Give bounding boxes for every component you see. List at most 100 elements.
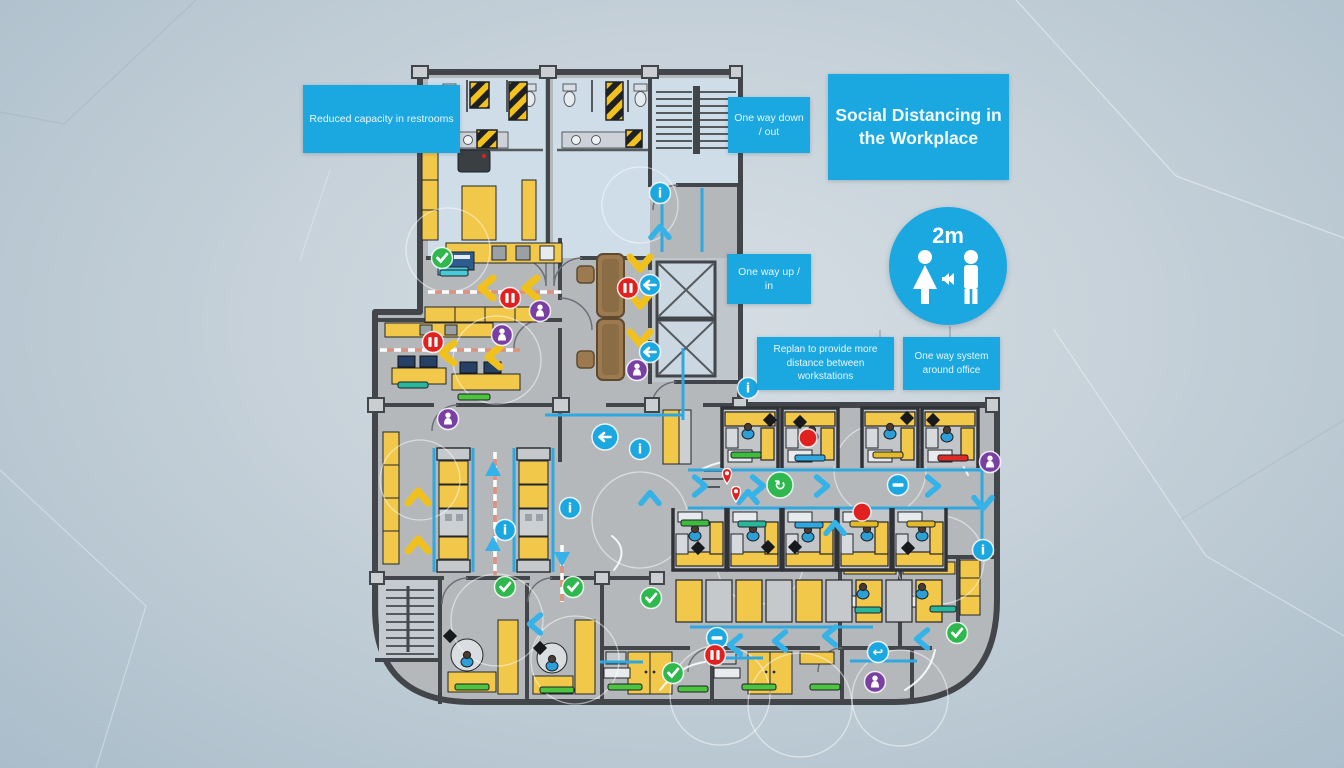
desk-nameplate — [737, 520, 767, 528]
desk-nameplate — [454, 683, 490, 691]
workers — [460, 422, 954, 672]
desk-nameplate — [937, 454, 969, 462]
stop-marker-icon — [703, 643, 727, 667]
svg-text:i: i — [638, 443, 642, 458]
hazard-tape-blocks — [469, 81, 643, 149]
svg-text:↻: ↻ — [774, 478, 786, 494]
one-way-up-chevron-icon — [404, 487, 432, 507]
chair-marker — [760, 539, 776, 555]
kitchen-counters — [384, 242, 563, 338]
worker-figure — [460, 650, 474, 668]
desk-nameplate — [539, 686, 575, 694]
check-marker-icon — [945, 621, 969, 645]
one-way-left-chevron-icon — [771, 629, 789, 653]
worker-figure — [741, 422, 755, 440]
svg-text:i: i — [981, 544, 985, 559]
arrow-left-marker-icon — [591, 423, 619, 451]
direction-chevrons — [404, 223, 995, 657]
cubicle — [891, 508, 948, 572]
woman-icon — [913, 250, 937, 304]
chair-marker — [899, 410, 915, 426]
label-one-way-down: One way down / out — [728, 97, 810, 153]
chair-marker — [532, 640, 548, 656]
one-way-right-chevron-icon — [813, 474, 831, 498]
page-title-text: Social Distancing in the Workplace — [835, 105, 1002, 148]
desk-nameplate — [730, 451, 762, 459]
info-marker-icon: i — [493, 518, 517, 542]
one-way-left-chevron-icon — [526, 612, 544, 636]
person-marker-icon — [528, 299, 552, 323]
check-marker-icon — [661, 661, 685, 685]
distance-badge: 2m — [889, 207, 1007, 325]
one-way-up-chevron-icon — [404, 535, 432, 555]
stop-marker-icon — [616, 276, 640, 300]
kitchen-desk-islands — [391, 355, 521, 391]
worker-figure — [545, 654, 559, 672]
person-marker-icon — [625, 358, 649, 382]
one-way-right-chevron-icon — [691, 474, 709, 498]
storage-unit — [675, 579, 703, 623]
cubicle — [671, 508, 728, 572]
label-reduced-capacity-text: Reduced capacity in restrooms — [309, 112, 454, 125]
check-marker-icon — [430, 246, 454, 270]
stop-marker-icon — [498, 286, 522, 310]
label-one-way-up: One way up / in — [727, 254, 811, 304]
one-way-up-chevron-icon — [736, 488, 760, 506]
label-reduced-capacity: Reduced capacity in restrooms — [303, 85, 460, 153]
label-replan-workstations-text: Replan to provide more distance between … — [773, 344, 878, 383]
svg-text:↩: ↩ — [873, 646, 884, 661]
one-way-up-chevron-icon — [638, 489, 662, 507]
page-title: Social Distancing in the Workplace — [828, 74, 1009, 180]
one-way-right-chevron-icon — [749, 474, 767, 498]
one-way-left-chevron-icon — [821, 624, 839, 648]
man-icon — [964, 250, 978, 304]
edge-desk-side — [678, 409, 692, 465]
person-marker-icon — [436, 407, 460, 431]
turn-marker-icon: ↩ — [866, 640, 890, 664]
arrow-left-marker-icon — [638, 340, 662, 364]
flow-up-arrow-icon — [485, 461, 501, 476]
minus-marker-icon — [886, 473, 910, 497]
staircase-bottom — [386, 586, 434, 655]
one-way-left-chevron-icon — [484, 343, 504, 371]
chair-marker — [442, 628, 458, 644]
desk-nameplate — [794, 521, 824, 529]
worker-figure — [856, 582, 870, 600]
desk-nameplate — [607, 683, 643, 691]
dot-marker-icon — [798, 428, 818, 448]
desk-nameplate — [457, 393, 491, 401]
chair-marker — [925, 412, 941, 428]
worker-figure — [883, 422, 897, 440]
desk-nameplate — [906, 520, 936, 528]
one-way-right-chevron-icon — [924, 474, 942, 498]
one-way-left-chevron-icon — [726, 633, 744, 657]
desk-nameplate — [854, 606, 882, 614]
one-way-left-chevron-icon — [521, 274, 541, 302]
storage-unit — [735, 579, 763, 623]
label-connectors — [879, 326, 951, 337]
interior-walls — [375, 78, 997, 704]
arrow-left-marker-icon — [638, 273, 662, 297]
recycle-marker-icon: ↻ — [766, 471, 794, 499]
chair-marker — [690, 540, 706, 556]
desk-nameplate — [741, 683, 777, 691]
chair-marker — [900, 540, 916, 556]
staircase-top — [656, 86, 736, 154]
storage-unit — [705, 579, 733, 623]
distance-arrow-icon — [942, 273, 954, 285]
storage-unit — [825, 579, 853, 623]
flow-up-arrow-icon — [485, 536, 501, 551]
worker-figure — [688, 524, 702, 542]
label-one-way-system: One way system around office — [903, 337, 1000, 390]
pin-marker-icon — [721, 467, 733, 486]
one-way-left-chevron-icon — [438, 339, 458, 367]
chair-marker — [787, 539, 803, 555]
one-way-left-chevron-icon — [477, 274, 497, 302]
hot-desk-benches — [436, 447, 551, 573]
one-way-left-chevron-icon — [913, 627, 931, 651]
label-replan-workstations: Replan to provide more distance between … — [757, 337, 894, 390]
svg-text:i: i — [503, 524, 507, 539]
